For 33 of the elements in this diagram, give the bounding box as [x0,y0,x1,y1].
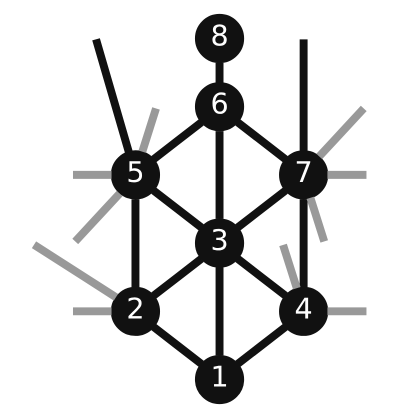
connector [72,307,112,316]
node-circle: 8 [194,14,244,64]
connector [299,39,308,151]
connector [130,199,139,288]
connector [326,170,366,179]
connector [31,241,118,301]
node-circle: 2 [110,286,160,336]
connector [215,62,223,83]
node-circle: 1 [194,354,244,404]
connector [215,268,223,356]
connector [278,244,300,290]
node-circle: 7 [278,150,328,200]
connector [306,196,328,243]
connector [215,131,223,219]
node-circle: 4 [278,286,328,336]
connector [72,190,122,244]
connector [234,256,288,299]
connector [138,107,160,153]
connector [92,38,132,154]
connector [316,106,366,160]
connector [326,307,366,316]
node-circle: 6 [194,82,244,132]
connector [299,199,308,288]
connector [150,119,204,162]
connector [150,187,204,231]
node-circle: 3 [194,218,244,268]
node-circle: 5 [110,150,160,200]
connector [150,324,204,367]
connector [234,324,288,368]
connector [234,187,288,231]
connector [150,256,204,299]
connector [72,170,112,179]
connector [234,119,288,162]
